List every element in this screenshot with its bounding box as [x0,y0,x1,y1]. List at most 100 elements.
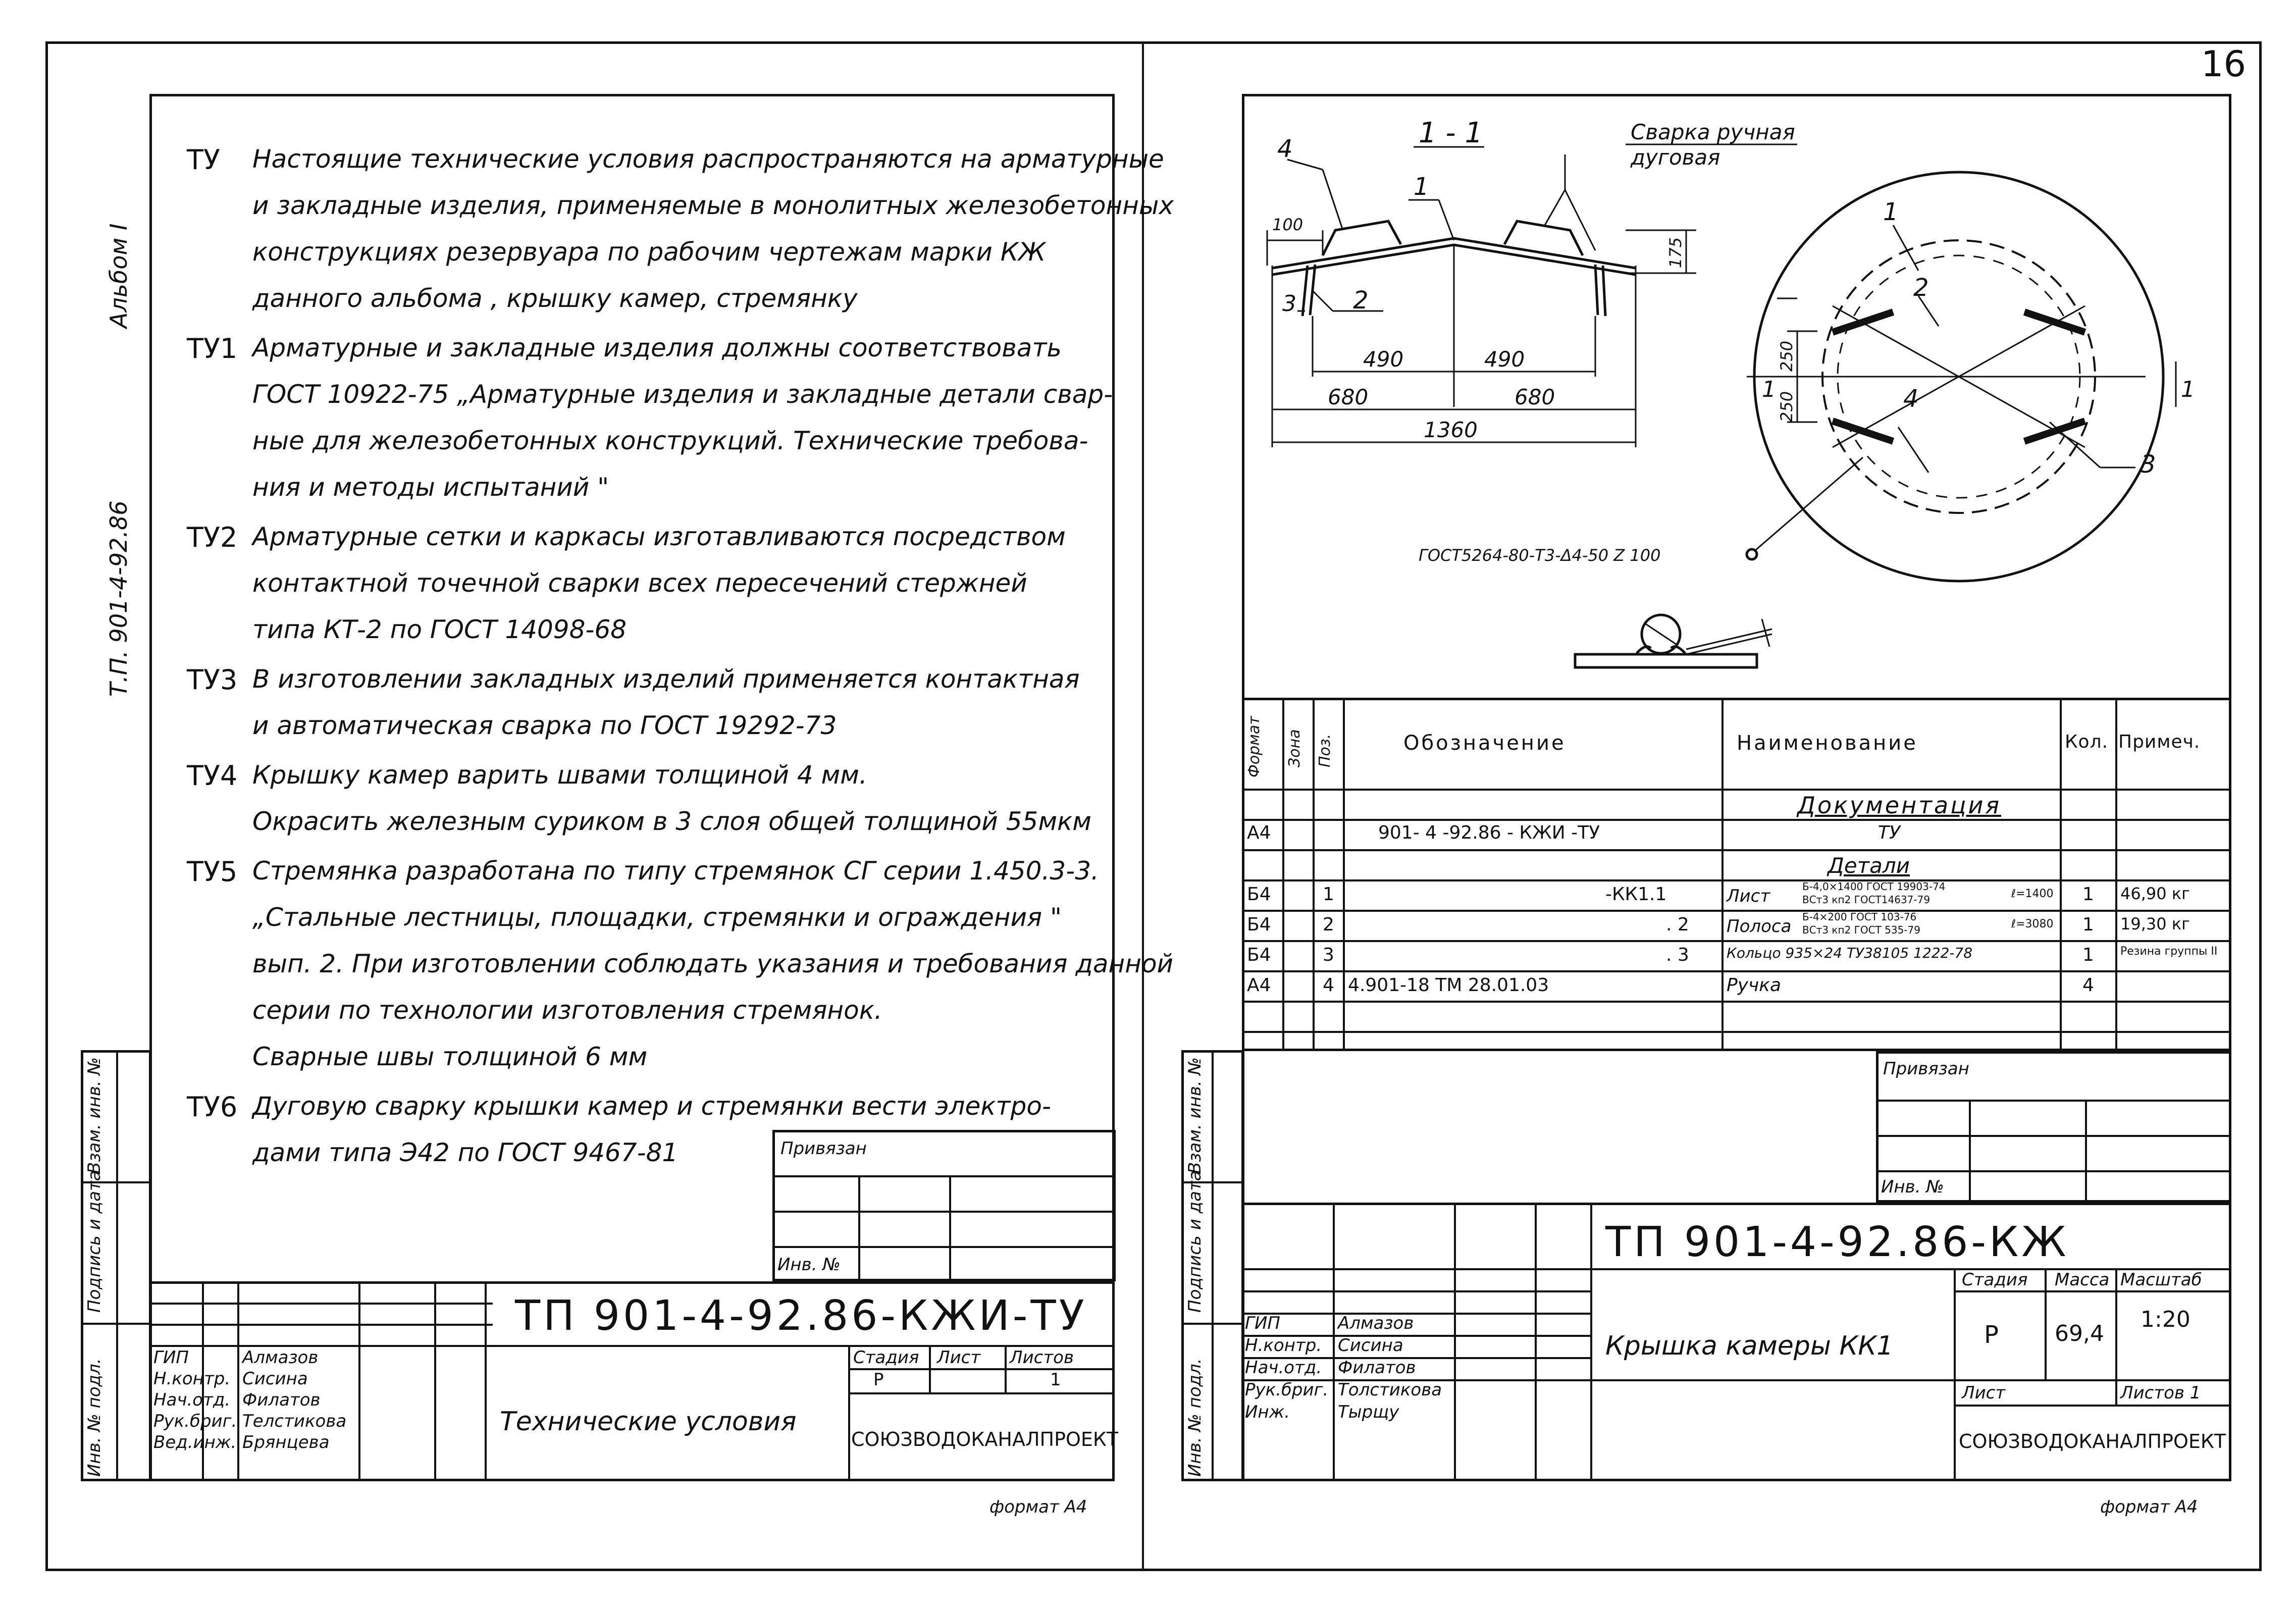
title-person-name: Брянцева [242,1432,330,1452]
dim-250-b: 250 [1777,391,1796,422]
pos-4-plan: 4 [1903,385,1919,413]
tu-item-line: Арматурные сетки и каркасы изготавливают… [252,522,1066,551]
massa-value-right: 69,4 [2055,1321,2104,1346]
title-person-role: Н.контр. [153,1369,231,1389]
spec-table [1242,698,2231,1051]
row-qty: 1 [2082,945,2094,965]
org-right: СОЮЗВОДОКАНАЛПРОЕКТ [1959,1430,2226,1452]
row-name: Полоса [1727,916,1792,937]
title-person-role: Инж. [1245,1402,1290,1422]
privyazan-label-left: Привязан [780,1138,867,1159]
row-poz: 2 [1323,914,1334,935]
row-note: 46,90 кг [2120,884,2190,903]
inv-no-label-left: Инв. № [777,1255,841,1275]
stadia-header-right: Стадия [1962,1270,2028,1290]
tu-item-line: Стремянка разработана по типу стремянок … [252,856,1099,886]
pos-2-plan: 2 [1913,274,1929,302]
doc-code-left: ТП 901-4-92.86-КЖИ-ТУ [515,1292,1087,1340]
row-format: А4 [1247,822,1271,843]
tu-item-line: и закладные изделия, применяемые в монол… [252,191,1174,220]
title-person-role: Н.контр. [1245,1335,1322,1356]
dim-490-b: 490 [1484,347,1525,372]
row-name-sub3: ℓ=1400 [2011,888,2054,900]
pos-1-plan: 1 [1883,198,1899,226]
tu-item-line: Сварные швы толщиной 6 мм [252,1042,648,1071]
title-block-right [1242,1203,2231,1481]
row-format: Б4 [1247,914,1271,935]
title-person-name: Телстикова [242,1411,347,1431]
inv-no-label-right: Инв. № [1881,1177,1944,1197]
row-name-sub2: ВСт3 кп2 ГОСТ14637-79 [1802,894,1930,906]
tu-item-line: конструкциях резервуара по рабочим черте… [252,237,1046,267]
dim-1360: 1360 [1424,418,1478,442]
sheet-divider [1142,41,1144,1571]
row-name: Ручка [1727,975,1782,996]
row-format: Б4 [1247,945,1271,965]
row-name-sub3: ℓ=3080 [2011,918,2054,930]
tu-item-line: ные для железобетонных конструкций. Техн… [252,426,1088,455]
handle-right [1503,220,1584,256]
massa-header-right: Масса [2055,1270,2110,1290]
dim-680-a: 680 [1328,385,1368,409]
header-kol: Кол. [2065,732,2109,752]
title-person-role: ГИП [153,1347,189,1368]
tu-item-line: типа КТ-2 по ГОСТ 14098-68 [252,615,627,644]
dim-490-a: 490 [1363,347,1403,372]
pos-2-section: 2 [1353,286,1369,315]
row-note: 19,30 кг [2120,914,2190,933]
row-designation: . 3 [1666,945,1689,965]
tu-item-label: ТУ [187,144,220,176]
tu-item-label: ТУ5 [187,856,238,888]
tu-item-line: ния и методы испытаний " [252,473,609,502]
row-name-sub2: ВСт3 кп2 ГОСТ 535-79 [1802,924,1920,936]
lid-section-bottom [1272,243,1636,276]
section-label: 1 - 1 [1419,117,1483,149]
pos-1-section: 1 [1414,173,1429,201]
section-documentation: Документация [1797,792,2002,819]
section-mark-right: 1 [2181,377,2195,402]
pos-4-section: 4 [1277,135,1293,163]
section-mark-left: 1 [1762,377,1776,402]
title-person-role: ГИП [1245,1313,1280,1333]
row-name-sub1: Б-4×200 ГОСТ 103-76 [1802,911,1917,923]
album-label: Альбом I [105,223,132,328]
pos-3-section: 3 [1282,291,1296,317]
title-person-role: Рук.бриг. [1245,1380,1329,1400]
list-header-left: Лист [937,1347,981,1368]
title-person-name: Алмазов [1338,1313,1414,1333]
strip-label-podpis: Подпись и дата [84,1170,105,1313]
title-person-name: Филатов [1338,1358,1416,1378]
weld-note-1: Сварка ручная [1631,120,1795,144]
header-format: Формат [1245,716,1263,777]
row-designation: 4.901-18 ТМ 28.01.03 [1348,975,1549,996]
title-person-name: Филатов [242,1390,321,1410]
row-name: Кольцо 935×24 ТУ38105 1222-78 [1727,945,1973,961]
header-prim: Примеч. [2118,732,2201,752]
row-qty: 1 [2082,914,2094,935]
privyazan-label-right: Привязан [1883,1059,1969,1079]
outer-frame [45,41,2262,1571]
tu-item-line: серии по технологии изготовления стремян… [252,996,882,1025]
pos-3-plan: 3 [2141,450,2156,479]
stadia-header-left: Стадия [853,1347,919,1368]
title-person-role: Рук.бриг. [153,1411,237,1431]
tu-item-line: вып. 2. При изготовлении соблюдать указа… [252,949,1174,978]
tu-item-line: Крышку камер варить швами толщиной 4 мм. [252,760,867,790]
privyazan-block-left [772,1130,1116,1281]
privyazan-block-right [1876,1051,2231,1203]
doc-code-right: ТП 901-4-92.86-КЖ [1605,1218,2069,1266]
title-person-name: Сисина [242,1369,308,1389]
strip-label-inv: Инв. № подл. [84,1358,105,1477]
doc-title-left: Технические условия [500,1407,797,1437]
title-person-name: Сисина [1338,1335,1403,1356]
listov-header-left: Листов [1010,1347,1074,1368]
masshtab-value-right: 1:20 [2141,1307,2190,1332]
row-poz: 3 [1323,945,1334,965]
row-designation: 901- 4 -92.86 - КЖИ -ТУ [1378,822,1600,843]
tu-item-label: ТУ2 [187,522,238,553]
format-right: формат А4 [2100,1497,2198,1517]
row-name: Лист [1727,886,1770,906]
strip-label-inv-right: Инв. № подл. [1185,1358,1205,1477]
section-details: Детали [1828,853,1910,878]
tu-item-line: ГОСТ 10922-75 „Арматурные изделия и закл… [252,380,1113,409]
